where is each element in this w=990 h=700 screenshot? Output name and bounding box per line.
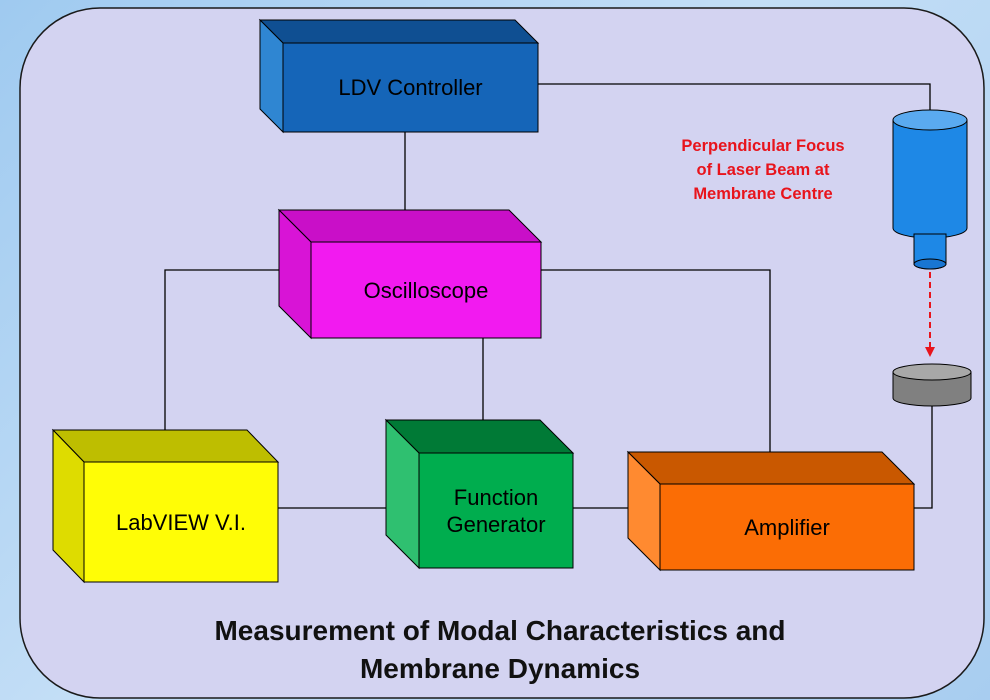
diagram-caption-line2: Membrane Dynamics: [359, 653, 641, 684]
oscilloscope-label: Oscilloscope: [363, 277, 489, 303]
funcgen-front-face: [418, 452, 574, 569]
laser-focus-note: Perpendicular Focus of Laser Beam at Mem…: [681, 137, 845, 203]
membrane-disc: [892, 363, 972, 407]
osc-top-face: [277, 209, 543, 243]
ldv-top-face: [258, 19, 540, 44]
ldv-front-face: [282, 42, 539, 133]
labview-label: LabVIEW V.I.: [115, 509, 247, 535]
block-labview: [51, 428, 280, 584]
laser-head: [892, 109, 968, 270]
block-amplifier: [626, 450, 916, 572]
connection-wires: [164, 83, 933, 509]
laser-head-top: [892, 109, 968, 131]
block-ldv-controller: [258, 18, 540, 134]
function-generator-label: Function Generator: [446, 484, 546, 537]
wire-ldv-laser: [538, 83, 931, 110]
amp-front-face: [659, 483, 915, 571]
amp-top-face: [626, 451, 916, 485]
osc-front-face: [310, 241, 542, 339]
membrane-side: [892, 371, 972, 407]
wire-osc-amp: [540, 269, 771, 464]
labview-top-face: [51, 429, 280, 463]
labview-front-face: [83, 461, 279, 583]
laser-head-body: [892, 119, 968, 239]
laser-nozzle-bottom: [913, 258, 947, 270]
block-oscilloscope: [277, 208, 543, 340]
block-function-generator: [384, 418, 575, 570]
diagram-caption-line1: Measurement of Modal Characteristics and: [214, 615, 786, 646]
amplifier-label: Amplifier: [744, 514, 830, 540]
ldv-controller-label: LDV Controller: [338, 75, 483, 100]
wire-membrane-amp: [914, 404, 933, 509]
membrane-top: [892, 363, 972, 381]
wire-osc-labview: [164, 269, 292, 438]
